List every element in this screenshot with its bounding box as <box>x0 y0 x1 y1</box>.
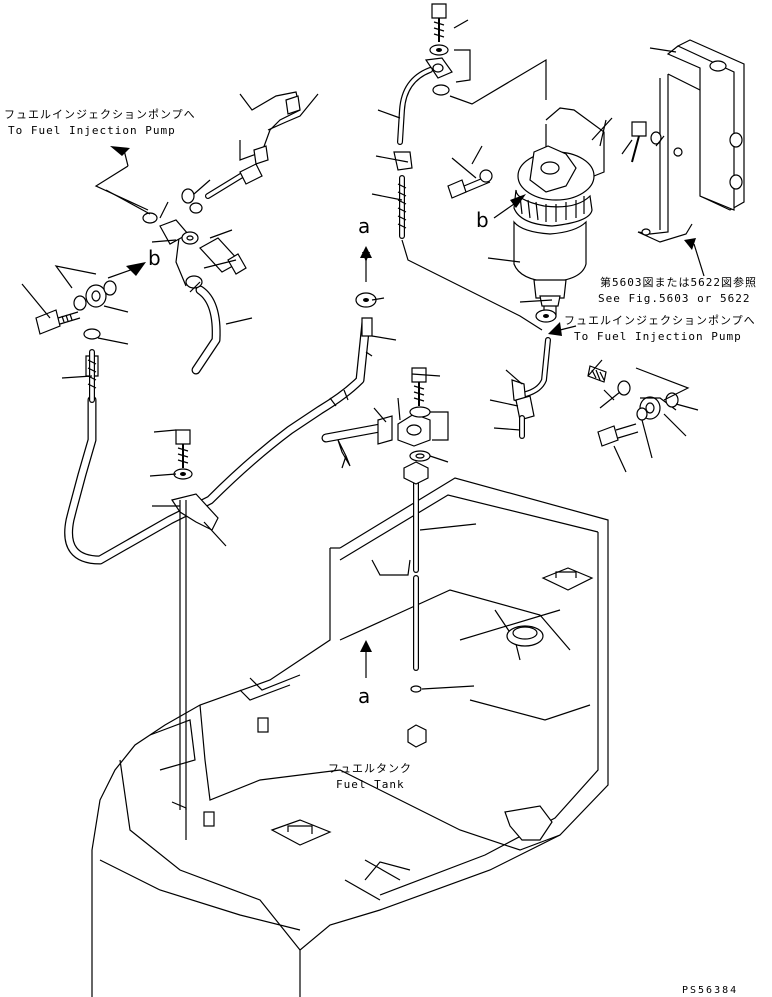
fuel-filter <box>513 107 605 317</box>
tee-fitting <box>321 367 431 485</box>
banjo-fittings-left <box>35 280 117 403</box>
fuel-tank <box>91 477 609 997</box>
filter-mount-bolts <box>447 169 493 199</box>
label-see-fig-en: See Fig.5603 or 5622 <box>598 292 751 305</box>
drawing-number: PS56384 <box>682 985 739 996</box>
pump-feed-right <box>511 309 679 447</box>
label-to-pump-left-jp: フュエルインジェクションポンプへ <box>4 108 196 121</box>
tank-feed-pipe <box>407 473 427 748</box>
label-to-pump-left-en: To Fuel Injection Pump <box>8 124 176 137</box>
filter-bracket <box>631 39 745 243</box>
filter-inlet-fittings <box>355 3 543 337</box>
direction-arrows <box>94 146 705 678</box>
label-to-pump-right-en: To Fuel Injection Pump <box>574 330 742 343</box>
ref-a-lower: a <box>358 684 371 708</box>
label-to-pump-right-jp: フュエルインジェクションポンプへ <box>564 314 756 327</box>
ref-b-left: b <box>148 246 161 270</box>
leader-lines <box>21 19 699 690</box>
label-see-fig-jp: 第5603図または5622図参照 <box>600 276 757 289</box>
ref-b-filter: b <box>476 208 489 232</box>
pump-feed-hose-left <box>142 91 319 375</box>
ref-a-upper: a <box>358 214 371 238</box>
label-fuel-tank-jp: フュエルタンク <box>328 762 412 775</box>
label-fuel-tank-en: Fuel Tank <box>336 778 405 791</box>
hose-clamp <box>171 429 219 810</box>
